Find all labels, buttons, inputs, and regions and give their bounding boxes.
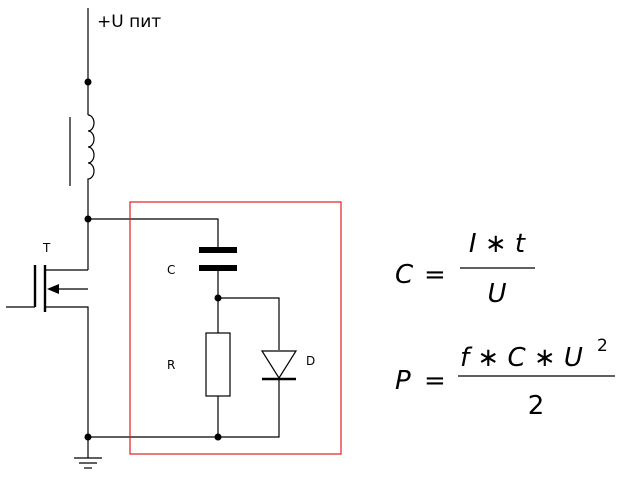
- snubber-highlight-box: [129, 201, 342, 455]
- power-numerator-exponent: 2: [597, 336, 608, 356]
- power-denominator: 2: [528, 391, 545, 421]
- ground-symbol: [74, 457, 102, 469]
- resistor-label: R: [167, 358, 175, 372]
- capacitance-lhs: C: [395, 260, 414, 290]
- inductor-coil: [87, 114, 95, 186]
- power-equals: =: [424, 366, 446, 396]
- capacitor-feed-wire: [88, 218, 219, 247]
- power-numerator: f ∗ C ∗ U: [460, 343, 583, 373]
- mosfet-source-lead: [45, 306, 89, 437]
- power-formula: P = f ∗ C ∗ U 2 2: [395, 336, 615, 421]
- capacitance-denominator: U: [487, 279, 506, 309]
- supply-label: +U пит: [97, 12, 161, 32]
- diode-label: D: [306, 354, 315, 368]
- transistor-label: T: [42, 241, 51, 255]
- capacitance-equals: =: [424, 260, 446, 290]
- capacitance-numerator: I ∗ t: [469, 229, 526, 259]
- resistor: [205, 332, 231, 397]
- mosfet-body-arrow: [47, 284, 59, 294]
- diode-top-wire: [218, 297, 280, 350]
- capacitance-formula: C = I ∗ t U: [395, 229, 535, 309]
- supply-junction-dot: [84, 78, 92, 86]
- diode-bottom-wire: [88, 379, 280, 438]
- capacitor-label: C: [167, 263, 175, 277]
- diode-triangle: [260, 350, 298, 380]
- power-lhs: P: [395, 366, 411, 396]
- resistor-ground-junction-dot: [214, 433, 222, 441]
